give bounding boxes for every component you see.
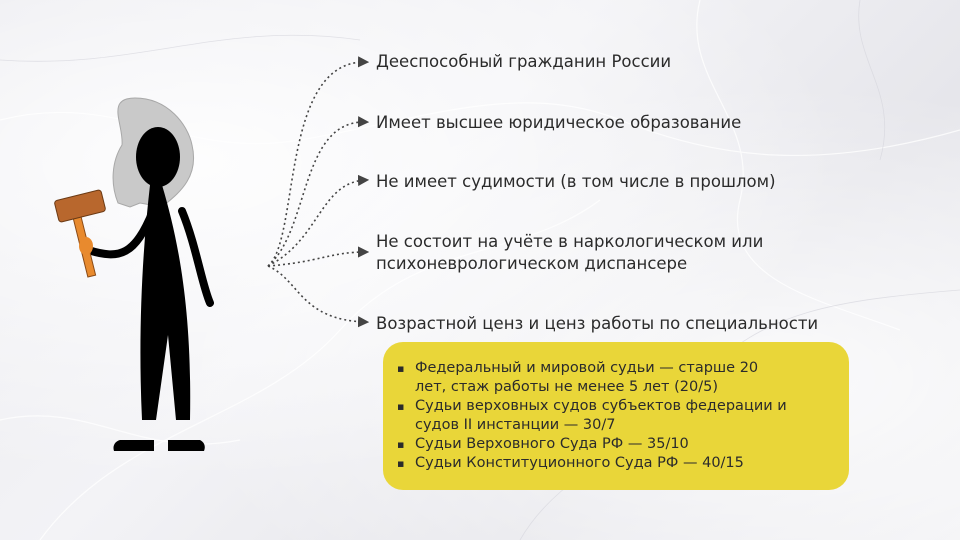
list-item-line: судов II инстанции — 30/7 <box>415 417 616 433</box>
connector-1 <box>267 56 370 267</box>
right-arm <box>178 207 214 307</box>
gavel-head <box>54 189 106 223</box>
requirement-education: Имеет высшее юридическое образование <box>376 113 742 132</box>
connector-4 <box>267 246 370 267</box>
list-item: ▪ Судьи Верховного Суда РФ — 35/10 <box>397 435 833 454</box>
connector-5 <box>267 265 370 328</box>
list-item-line: Судьи верховных судов субъектов федераци… <box>415 398 787 414</box>
connector-2 <box>267 116 370 267</box>
age-census-list: ▪ Федеральный и мировой судьи — старше 2… <box>397 359 833 473</box>
requirement-4-line-1: Не состоит на учёте в наркологическом ил… <box>376 232 764 251</box>
right-shoe <box>168 440 205 451</box>
left-arm <box>84 207 157 259</box>
torso <box>140 185 191 420</box>
list-item: ▪ Судьи верховных судов субъектов федера… <box>397 397 833 435</box>
judge-illustration <box>54 97 214 451</box>
list-item-line: Судьи Верховного Суда РФ — 35/10 <box>415 436 689 452</box>
list-item-line: лет, стаж работы не менее 5 лет (20/5) <box>415 379 718 395</box>
square-bullet-icon: ▪ <box>397 438 405 451</box>
list-item-line: Федеральный и мировой судьи — старше 20 <box>415 360 759 376</box>
requirement-4-line-2: психоневрологическом диспансере <box>376 254 688 273</box>
head <box>136 127 180 187</box>
requirement-no-criminal-record: Не имеет судимости (в том числе в прошло… <box>376 172 776 191</box>
square-bullet-icon: ▪ <box>397 457 405 470</box>
connector-3 <box>267 174 370 267</box>
list-item: ▪ Федеральный и мировой судьи — старше 2… <box>397 359 833 397</box>
requirement-no-dispensary-registration: Не состоит на учёте в наркологическом ил… <box>376 231 763 275</box>
square-bullet-icon: ▪ <box>397 400 405 413</box>
square-bullet-icon: ▪ <box>397 362 405 375</box>
left-shoe <box>113 440 154 451</box>
list-item-line: Судьи Конституционного Суда РФ — 40/15 <box>415 455 744 471</box>
age-census-box: ▪ Федеральный и мировой судьи — старше 2… <box>383 342 849 490</box>
left-hand <box>79 237 93 255</box>
requirement-citizenship: Дееспособный гражданин России <box>376 52 672 71</box>
requirement-age-census: Возрастной ценз и ценз работы по специал… <box>376 314 819 333</box>
list-item: ▪ Судьи Конституционного Суда РФ — 40/15 <box>397 454 833 473</box>
